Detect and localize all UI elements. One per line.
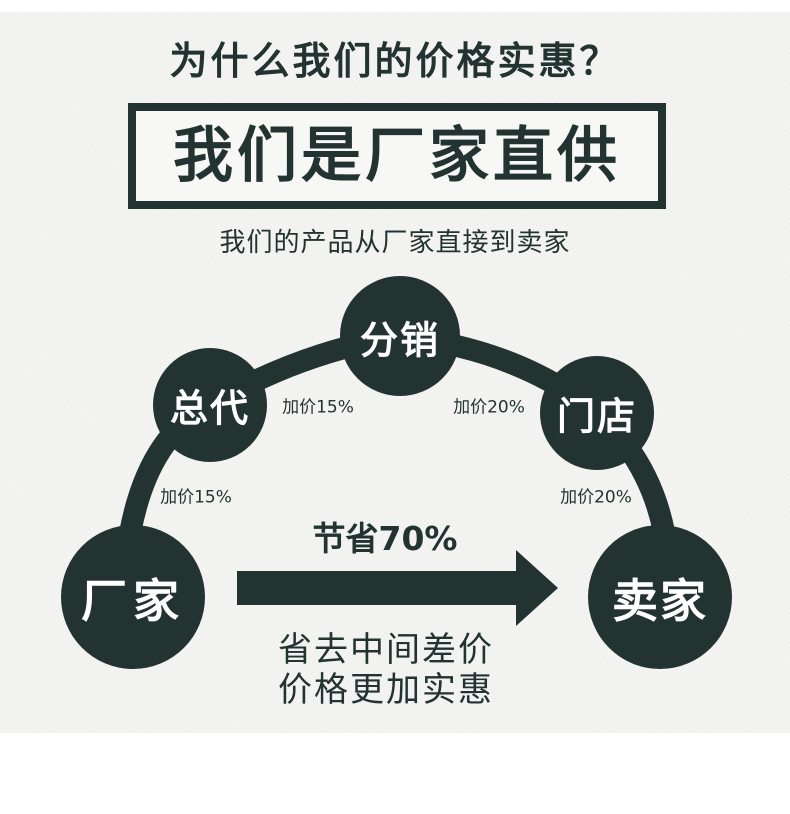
node-seller-label: 卖家 bbox=[612, 574, 708, 628]
savings-description: 省去中间差价 价格更加实惠 bbox=[236, 630, 536, 710]
subtitle: 我们的产品从厂家直接到卖家 bbox=[219, 228, 571, 258]
markup-label-factory-general-agent: 加价15% bbox=[160, 487, 232, 508]
node-factory-circle bbox=[61, 525, 205, 669]
arrow-right-icon bbox=[237, 550, 558, 626]
node-general-agent-circle bbox=[153, 348, 267, 462]
node-seller-circle bbox=[588, 525, 732, 669]
markup-label-distributor-store: 加价20% bbox=[453, 397, 525, 418]
savings-line-1: 省去中间差价 bbox=[278, 630, 494, 670]
node-store-label: 门店 bbox=[556, 394, 638, 439]
node-distributor-circle bbox=[340, 276, 460, 396]
page-title: 为什么我们的价格实惠？ bbox=[169, 39, 621, 83]
node-store-circle bbox=[540, 356, 654, 470]
markup-label-store-seller: 加价20% bbox=[560, 487, 632, 508]
savings-title: 节省70% bbox=[312, 519, 458, 558]
savings-line-2: 价格更加实惠 bbox=[278, 670, 494, 710]
headline-text: 我们是厂家直供 bbox=[173, 121, 621, 191]
node-general-agent-label: 总代 bbox=[169, 386, 251, 431]
headline-box: 我们是厂家直供 bbox=[128, 103, 666, 209]
node-distributor-label: 分销 bbox=[359, 318, 441, 363]
markup-label-general-agent-distributor: 加价15% bbox=[282, 397, 354, 418]
node-factory-label: 厂家 bbox=[81, 574, 185, 628]
